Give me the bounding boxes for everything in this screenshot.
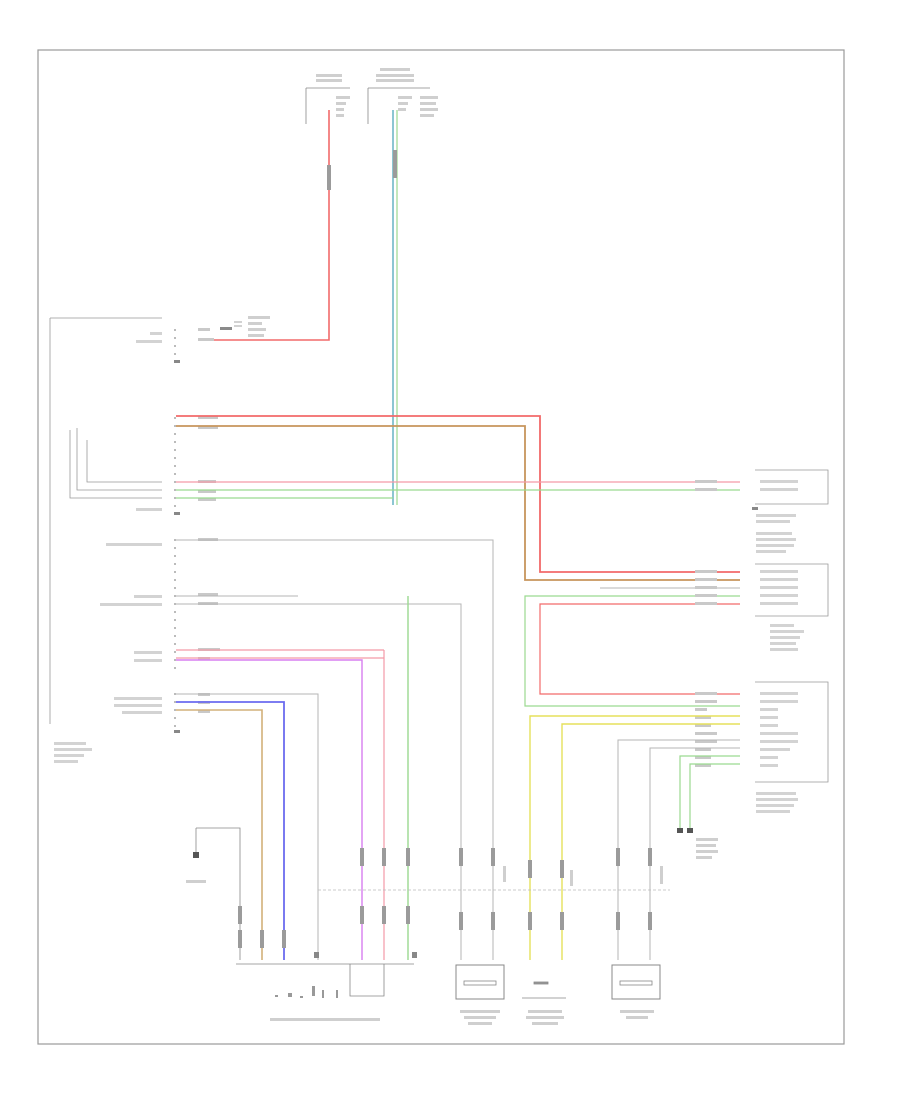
ground-icon-left [186, 852, 206, 883]
connector-box-lower [755, 681, 829, 783]
fuse-panel-bracket-right [367, 87, 430, 124]
wire-red-bus [176, 415, 740, 573]
component-labels [270, 1010, 654, 1025]
fuse-connector-marks [327, 150, 397, 190]
lower-harness-bar [236, 963, 414, 997]
wire-red-mid-return [539, 603, 740, 695]
module-pin-column [174, 329, 176, 507]
wire-tan-module-out [176, 709, 263, 960]
wire-gray-lower-right [617, 739, 740, 960]
component-dash-b [522, 981, 566, 999]
wire-tan-bus [176, 425, 740, 581]
fuse-label-blocks [316, 68, 438, 117]
ground-icon [677, 828, 693, 833]
fuse-panel-bracket-left [305, 87, 350, 124]
connector-icon [238, 848, 652, 948]
module-side-marks [174, 360, 758, 958]
wire-gray-module-out [176, 539, 494, 960]
left-label-blocks [54, 332, 162, 763]
right-label-blocks [756, 480, 804, 813]
wire-green-ground-right [679, 755, 740, 832]
wire-green-bus [176, 489, 740, 499]
wire-code-blocks-left [198, 328, 220, 713]
wire-red-feed [210, 110, 330, 341]
connector-box-middle [755, 563, 829, 617]
component-box-a [455, 964, 505, 1000]
wire-violet-module-out [176, 659, 363, 960]
wire-yellow-lower [529, 715, 740, 960]
module-bracket-left [49, 317, 162, 724]
ground-reference-top [220, 316, 270, 337]
ground-label-right [696, 838, 718, 859]
wire-pink-module-out [176, 649, 385, 960]
wire-blue-module-out [176, 701, 285, 960]
component-box-b [611, 964, 661, 1000]
motor-symbol-icon [275, 986, 338, 998]
right-wire-code-blocks [695, 480, 717, 767]
module-pin-column-lower [174, 539, 176, 727]
ground-branch-left [195, 827, 241, 960]
diagram-frame [37, 49, 845, 1045]
connector-side-labels [503, 866, 663, 886]
connector-box-upper [755, 469, 829, 505]
wire-green-mid-return [524, 595, 740, 707]
